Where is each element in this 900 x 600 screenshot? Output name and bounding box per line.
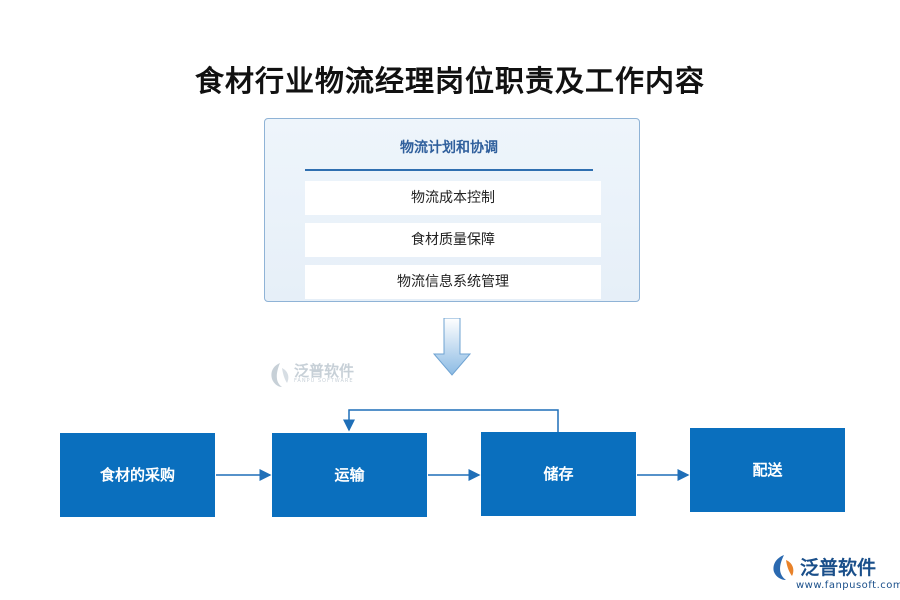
- watermark-name: 泛普软件: [294, 362, 355, 380]
- duty-item: 食材质量保障: [305, 223, 601, 257]
- watermark-logo-icon: [271, 363, 289, 387]
- down-arrow-icon: [432, 318, 472, 376]
- flow-step-storage: 储存: [481, 432, 636, 516]
- duty-item: 物流成本控制: [305, 181, 601, 215]
- brand-url: www.fanpusoft.com: [796, 580, 900, 591]
- watermark-sub: FANPU SOFTWARE: [294, 378, 354, 384]
- flow-step-procurement: 食材的采购: [60, 433, 215, 517]
- duties-heading: 物流计划和协调: [305, 135, 593, 171]
- brand-logo-icon: [773, 555, 794, 580]
- watermark: 泛普软件 FANPU SOFTWARE: [268, 360, 378, 390]
- feedback-arrow: [343, 409, 559, 432]
- brand-name: 泛普软件: [800, 557, 877, 579]
- flow-step-delivery: 配送: [690, 428, 845, 512]
- flow-step-transport: 运输: [272, 433, 427, 517]
- page-title: 食材行业物流经理岗位职责及工作内容: [194, 64, 705, 98]
- duties-panel: 物流计划和协调 物流成本控制 食材质量保障 物流信息系统管理: [264, 118, 640, 302]
- brand-logo: 泛普软件 www.fanpusoft.com: [770, 553, 900, 598]
- duty-item: 物流信息系统管理: [305, 265, 601, 299]
